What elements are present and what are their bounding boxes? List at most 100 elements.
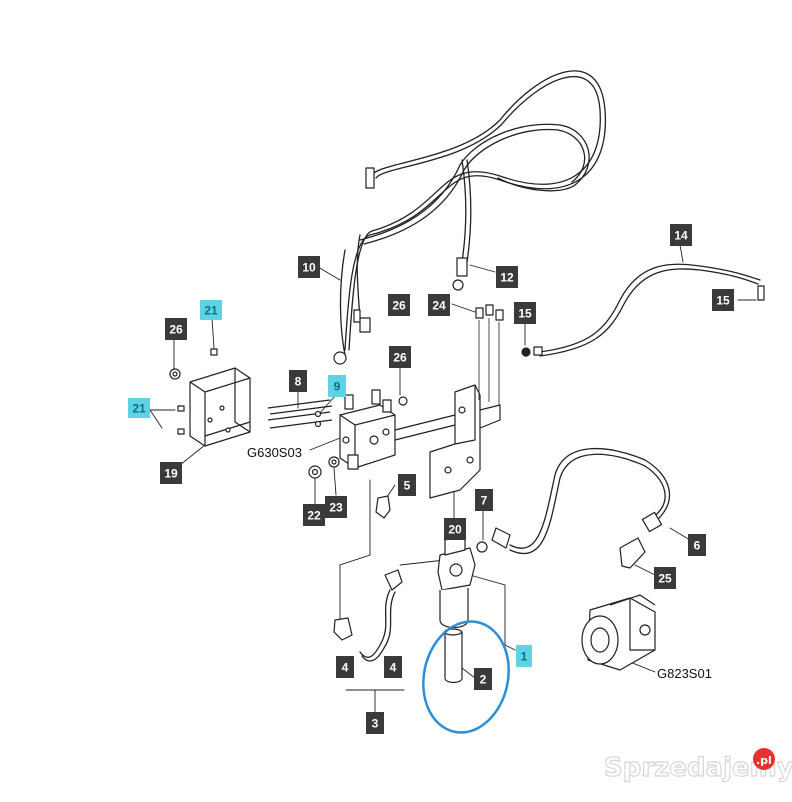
callout-c10: 10 (298, 256, 320, 278)
callout-box (160, 462, 182, 484)
leader-filter-right (469, 574, 516, 651)
callout-box (712, 289, 734, 311)
hose-upper-outer (344, 70, 607, 351)
leader-valve-to-3 (339, 479, 371, 621)
callout-number: 23 (329, 501, 343, 515)
callout-c26b: 26 (389, 346, 411, 368)
hose-4-b (361, 591, 396, 662)
callout-c9: 9 (328, 375, 346, 397)
screw-21-top (210, 348, 218, 356)
callout-box (366, 712, 384, 734)
leader-23 (333, 467, 337, 496)
callout-number: 10 (302, 261, 316, 275)
callout-box (303, 504, 325, 526)
callout-box (428, 294, 450, 316)
callout-box (384, 656, 402, 678)
leader-21b (149, 409, 176, 429)
parts (169, 167, 765, 684)
pump-shape (581, 594, 656, 671)
hose-10-drop (339, 249, 346, 356)
leader-14 (679, 244, 684, 263)
callout-number: 14 (674, 229, 688, 243)
fitting-24-a (475, 307, 484, 319)
callout-box (398, 474, 416, 496)
callout-number: 7 (481, 494, 488, 508)
bracket-3 (345, 689, 405, 713)
callout-number: 12 (500, 271, 514, 285)
callout-number: 1 (521, 650, 528, 664)
callout-box (328, 375, 346, 397)
hose-6 (509, 447, 671, 549)
callout-box (444, 518, 466, 540)
callout-c5: 5 (398, 474, 416, 496)
leader-19 (179, 444, 206, 466)
leader-24 (451, 303, 476, 313)
hose6-fitting-right (641, 511, 663, 533)
hose-14 (539, 263, 761, 353)
callout-c15a: 15 (514, 302, 536, 324)
callout-c4b: 4 (384, 656, 402, 678)
callout-c7: 7 (475, 489, 493, 511)
fitting-26-valve (398, 396, 408, 406)
callout-box (514, 302, 536, 324)
callout-c19: 19 (160, 462, 182, 484)
hose-upper-inner (359, 123, 590, 241)
fitting-12-end (456, 257, 468, 277)
leader-10 (317, 266, 341, 281)
callout-number: 5 (404, 479, 411, 493)
fitting-24-b (485, 304, 494, 316)
callout-number: 8 (295, 375, 302, 389)
screw-21-b (177, 428, 185, 435)
fitting-4-left (333, 617, 353, 641)
callout-number: 9 (334, 380, 341, 394)
hose-upper-inner-2 (363, 128, 586, 245)
hose-12 (461, 159, 467, 263)
callout-c8: 8 (289, 370, 307, 392)
callout-box (475, 489, 493, 511)
hose-6-b (509, 453, 666, 555)
callout-number: 3 (372, 717, 379, 731)
callout-number: 4 (342, 661, 349, 675)
callout-number: 25 (658, 572, 672, 586)
callout-number: 20 (448, 523, 462, 537)
callout-box (289, 370, 307, 392)
leader-12 (469, 264, 496, 273)
callout-c2: 2 (474, 668, 492, 690)
leader-9 (317, 394, 337, 416)
bracket-19-shape (189, 367, 251, 447)
callout-box (496, 266, 518, 288)
valve-code-label: G630S03 (247, 445, 302, 460)
fitting-26-top (359, 317, 371, 333)
callout-number: 2 (480, 673, 487, 687)
filter-element-2-shape (443, 628, 463, 684)
callout-c4a: 4 (336, 656, 354, 678)
fitting-26-top-b (353, 309, 361, 323)
callout-number: 6 (694, 539, 701, 553)
callout-box (128, 398, 150, 418)
callout-box (654, 567, 676, 589)
bracket-20-shape (394, 384, 501, 499)
fitting-12-nut (452, 279, 464, 291)
nut-7 (476, 541, 488, 553)
callout-number: 19 (164, 467, 178, 481)
watermark-badge-circle (753, 748, 775, 770)
callout-number: 15 (518, 307, 532, 321)
callout-number: 26 (169, 323, 183, 337)
pump-code-label: G823S01 (657, 666, 712, 681)
callout-number: 26 (392, 299, 406, 313)
filter-assembly-shape (437, 534, 476, 629)
hose-4 (359, 589, 391, 658)
valve-block-shape (339, 389, 396, 470)
highlight-ring (422, 620, 510, 734)
callout-c26c: 26 (388, 294, 410, 316)
callout-c25: 25 (654, 567, 676, 589)
callout-box (165, 318, 187, 340)
callout-number: 21 (132, 402, 146, 416)
hose-12-b (466, 159, 472, 263)
callout-c14: 14 (670, 224, 692, 246)
callout-c26a: 26 (165, 318, 187, 340)
callout-c21a: 21 (200, 300, 222, 320)
watermark-badge-text: .pl (756, 754, 772, 767)
callout-box (516, 645, 532, 667)
callout-c15b: 15 (712, 289, 734, 311)
